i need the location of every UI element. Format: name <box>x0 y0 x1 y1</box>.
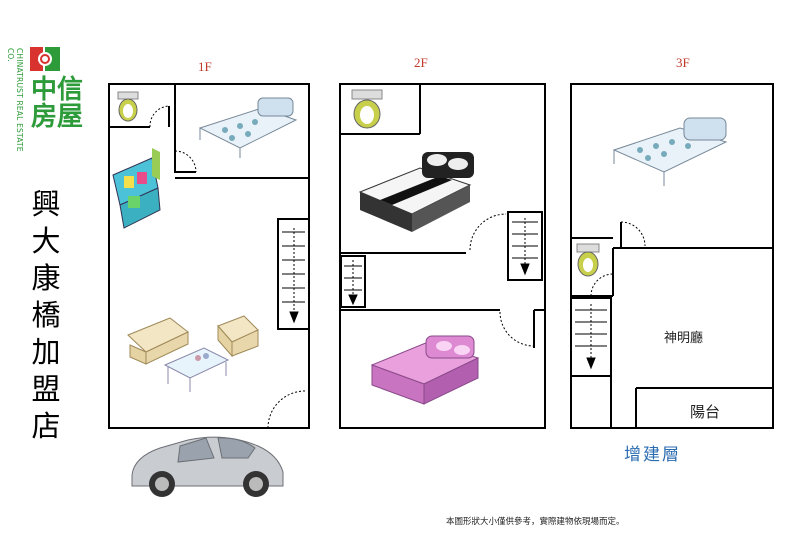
store-title-char: 店 <box>31 409 61 443</box>
stair-1f-icon <box>282 228 305 324</box>
store-title-char: 橋 <box>31 298 61 332</box>
room-label-balcony: 陽台 <box>690 403 721 421</box>
bed-icon <box>358 152 474 232</box>
store-title: 興 大 康 橋 加 盟 店 <box>28 186 64 445</box>
floor-3f-doors <box>590 221 646 297</box>
kitchen-icon <box>112 148 161 229</box>
store-title-char: 加 <box>31 335 61 369</box>
brand-english-name: CHINATRUST REAL ESTATE CO. <box>6 48 24 152</box>
floor-label-1f: 1F <box>198 59 212 74</box>
stair-2f-lower-icon <box>344 260 362 306</box>
brand-name-text: 中信房屋 <box>31 75 84 132</box>
store-title-char: 盟 <box>31 372 61 406</box>
coffee-table-icon <box>163 347 230 392</box>
logo-icon <box>30 47 60 71</box>
toilet-icon <box>576 243 600 277</box>
floor-1f-walls <box>108 83 310 429</box>
store-title-char: 康 <box>31 261 61 295</box>
floor-label-2f: 2F <box>414 55 428 70</box>
floor-2f-doors <box>469 213 535 347</box>
floor-3f-walls <box>570 83 774 429</box>
disclaimer-note: 本圖形狀大小僅供參考，實際建物依現場而定。 <box>446 517 625 527</box>
stair-2f-upper-icon <box>512 218 538 276</box>
sofa-icon <box>127 317 189 365</box>
toilet-icon <box>351 89 383 129</box>
store-title-char: 興 <box>31 187 61 221</box>
floor-label-3f: 3F <box>676 55 690 70</box>
extension-floor-label: 增建層 <box>624 445 681 465</box>
brand-name: 中信房屋 <box>31 77 91 131</box>
armchair-icon <box>217 315 259 358</box>
room-label-shrine: 神明廳 <box>664 331 704 346</box>
store-title-char: 大 <box>31 224 61 258</box>
logo-mark <box>30 47 60 71</box>
stair-3f-icon <box>575 304 607 370</box>
floor-1f-doors <box>149 105 306 429</box>
bed-icon <box>612 117 728 186</box>
floor-2f-walls <box>339 83 546 429</box>
toilet-icon <box>117 91 139 122</box>
bed-icon <box>198 97 298 158</box>
bed-icon <box>370 335 480 405</box>
car-icon <box>131 436 284 497</box>
